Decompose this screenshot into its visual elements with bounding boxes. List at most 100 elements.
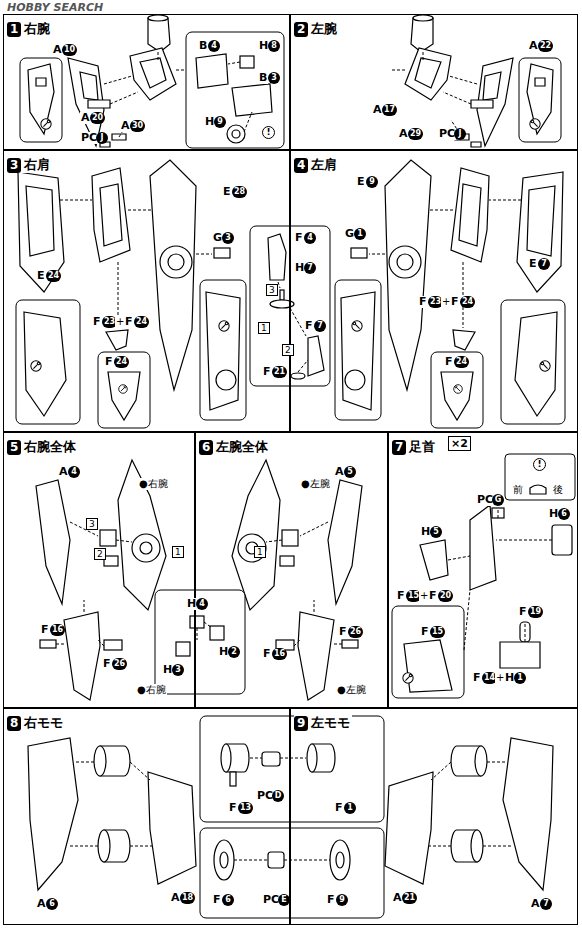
leader-line — [119, 120, 130, 137]
part-outline — [104, 640, 122, 650]
part-letter: A — [392, 892, 403, 904]
part-number: 29 — [408, 128, 423, 140]
part-number: 9 — [336, 894, 348, 906]
part-outline — [92, 168, 130, 262]
step-marker: 1 — [172, 546, 184, 558]
step-heading: 6左腕全体 — [199, 436, 270, 455]
part-letter: B — [198, 40, 208, 52]
part-number: 26 — [112, 658, 127, 670]
part-outline — [64, 612, 100, 700]
part-outline — [16, 300, 80, 424]
part-outline — [520, 622, 530, 642]
leader-line — [498, 508, 499, 518]
step-number: 7 — [392, 440, 406, 455]
part-outline — [200, 828, 384, 918]
step-panel: 2左腕 — [290, 14, 578, 150]
part-outline — [232, 84, 272, 116]
part-outline — [80, 72, 98, 100]
part-outline — [210, 626, 224, 640]
part-letter: F — [418, 296, 428, 308]
part-outline — [200, 716, 384, 822]
leader-line — [298, 360, 308, 372]
part-outline — [219, 321, 229, 331]
part-letter: F — [396, 590, 406, 602]
step-title: 左モモ — [311, 715, 350, 730]
part-number: 7 — [304, 262, 316, 274]
part-outline — [98, 352, 150, 428]
part-letter: F — [104, 356, 114, 368]
leader-line — [84, 600, 85, 612]
part-outline — [31, 361, 41, 371]
part-number: 22 — [538, 40, 553, 52]
part-number: 1 — [344, 802, 356, 814]
part-outline — [94, 746, 106, 776]
leader-line — [525, 622, 526, 642]
part-outline — [98, 830, 110, 862]
part-outline — [41, 119, 51, 129]
part-letter: A — [334, 466, 345, 478]
part-letter: F — [338, 626, 348, 638]
part-letter: A — [528, 40, 539, 52]
part-number: 19 — [528, 606, 543, 618]
part-outline — [176, 642, 190, 656]
step-number: 9 — [294, 716, 308, 731]
part-number: 2 — [228, 646, 240, 658]
part-outline — [280, 290, 284, 300]
part-outline — [88, 100, 110, 108]
part-outline — [104, 556, 118, 566]
step-title: 足首 — [409, 439, 435, 454]
part-number: 5 — [430, 526, 442, 538]
caution-mark: ! — [262, 126, 275, 139]
part-outline — [148, 15, 168, 21]
arm-assembly-parts — [36, 460, 166, 700]
part-outline — [28, 738, 78, 890]
part-number: 9 — [366, 176, 378, 188]
part-outline — [36, 78, 46, 86]
step-marker: 2 — [282, 344, 294, 356]
note-text: 後 — [552, 484, 564, 496]
note-text: ●左腕 — [300, 478, 331, 490]
part-letter: A — [170, 892, 181, 904]
leader-line — [130, 762, 150, 780]
part-outline — [268, 852, 284, 868]
part-outline — [227, 125, 245, 143]
leader-line — [244, 112, 252, 132]
part-outline — [206, 292, 240, 410]
part-outline — [100, 530, 116, 546]
part-number: E — [278, 894, 290, 906]
leader-line — [110, 92, 138, 104]
part-number: J — [96, 132, 108, 144]
part-letter: E — [36, 270, 46, 282]
part-outline — [160, 246, 192, 278]
part-outline — [150, 160, 196, 390]
part-number: 1 — [354, 228, 366, 240]
detail-box — [186, 32, 284, 148]
part-number: 21 — [272, 366, 287, 378]
step-number: 3 — [7, 158, 21, 173]
step-panel: 6左腕全体 — [195, 432, 388, 708]
leader-line — [116, 540, 132, 542]
step-title: 右腕全体 — [24, 439, 76, 454]
step-heading: 5右腕全体 — [7, 436, 78, 455]
step-title: 左肩 — [311, 157, 337, 172]
step-panel: 1右腕 — [3, 14, 290, 150]
part-number: 18 — [180, 892, 195, 904]
detail-box — [155, 590, 245, 694]
step-panel: 7足首 — [388, 432, 578, 708]
part-outline — [108, 372, 140, 420]
part-outline — [26, 186, 54, 256]
step-panel: 8右モモ — [3, 708, 290, 925]
part-letter: A — [58, 466, 69, 478]
step-number: 2 — [294, 22, 308, 37]
part-number: 24 — [114, 356, 129, 368]
part-letter: F — [92, 316, 102, 328]
quantity-box: ×2 — [448, 436, 471, 451]
part-letter: A — [398, 128, 409, 140]
part-outline — [119, 385, 128, 394]
part-letter: F — [212, 894, 222, 906]
note-text: ●左腕 — [336, 684, 367, 696]
step-heading: 9左モモ — [294, 712, 352, 731]
part-letter: F — [472, 672, 482, 684]
part-number: 5 — [344, 466, 356, 478]
